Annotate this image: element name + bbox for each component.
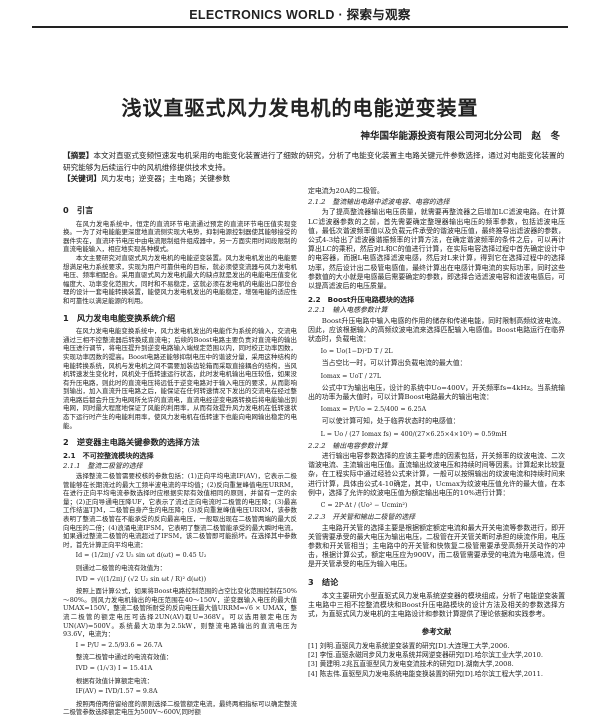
- paragraph: 在风力发电电能变换系统中，风力发电机发出的电能作为系统的输入，交流电通过三相不控…: [63, 327, 297, 430]
- paragraph: 为了提高整流器输出电压质量，就需要再整流器之后增加LC滤波电路。在计算LC滤波器…: [308, 208, 565, 291]
- reference-item: [2] 李恒.直驱永磁同步风力发电系统并网逆变器研究[D].哈尔滨工业大学,20…: [308, 650, 543, 659]
- left-column: 0 引言 在风力发电系统中，恒定的直流环节电流通过预定的直流环节电压值实现变换。…: [63, 198, 297, 717]
- equation: C = 2P·Δt / (Uo² − Ucmin²): [320, 502, 408, 510]
- keywords: 【关键词】风力发电；逆变器；主电路；关键参数: [63, 173, 565, 185]
- subsection-heading: 2.2 Boost升压电路模块的选择: [308, 295, 415, 305]
- equation: IVD = (1/√3) I = 15.41A: [75, 664, 153, 672]
- equation: Io = Uo(1−D)²D T / 2L: [320, 348, 393, 356]
- paper-title: 浅议直驱式风力发电机的电能逆变装置: [121, 96, 479, 120]
- section-heading: 1 风力发电电能变换系统介绍: [63, 312, 176, 323]
- equation: IF(AV) = IVD/1.57 = 9.8A: [75, 688, 158, 696]
- journal-header: ELECTRONICS WORLD · 探索与观察: [189, 8, 411, 22]
- equation: I = P/U = 2.5/93.6 ≈ 26.7A: [75, 641, 163, 649]
- keywords-label: 【关键词】: [63, 174, 101, 184]
- equation: Iomax = UoT / 27L: [320, 372, 382, 380]
- paragraph: 选择整流二极管需要校核的参数包括：(1)正向平均电流IF(AV)，它表示二极管能…: [63, 472, 297, 549]
- paragraph: 根据有效值计算额定电流：: [75, 676, 154, 685]
- paper-author: 神华国华能源投资有限公司河北分公司 赵 冬: [360, 131, 560, 142]
- header-rule: [32, 26, 568, 28]
- reference-item: [4] 陈志伟.直驱型风力发电系统电能变换装置的研究[D].哈尔滨工程大学,20…: [308, 669, 543, 678]
- abstract-block: 【摘要】本文对直驱式变频恒速发电机采用的电能变化装置进行了细致的研究，分析了电能…: [63, 150, 565, 185]
- paragraph: Boost升压电路中输入电感的作用的储存和传递电能，同时限制高频纹波电流。因此，…: [308, 316, 565, 344]
- subsubsection-heading: 2.1.2 整流输出电路中滤波电容、电容的选择: [308, 198, 450, 207]
- paragraph: 按照上面计算公式，如果将Boost电路控制范围的占空比变化范围控制在50%～80…: [63, 587, 297, 639]
- paragraph: 按照两倍两倍留给度的原则选择二极管额定电流，最终两相指标可以确定整流二极管参数选…: [63, 699, 297, 717]
- paragraph: 当占空比一时，可以计算出负载电流的最大值：: [321, 359, 467, 368]
- paragraph: 则通过二极管的电流有效值为：: [75, 563, 167, 572]
- paragraph: 可以使计算可知，处于临界状态时的电感值：: [321, 417, 460, 426]
- equation: Iomax = P/Uo = 2.5/400 = 6.25A: [320, 406, 427, 414]
- paragraph: 在风力发电系统中，恒定的直流环节电流通过预定的直流环节电压值实现变换。一为了对电…: [63, 219, 297, 254]
- paragraph: 本文主要研究对直驱式风力发电机的电能逆变装置。风力发电机发出的电能要想满足电力系…: [63, 253, 297, 305]
- subsubsection-heading: 2.2.2 输出电容参数计算: [308, 441, 388, 450]
- equation: IVD = √((1/2π)∫ (√2 U₂ sin ωt / R)² d(ωt…: [75, 575, 207, 583]
- paragraph: 进行输出电容参数选择的应该主要考虑的因素包括，开关频率的纹波电流、二次谐波电流、…: [308, 452, 565, 497]
- abstract-text: 本文对直驱式变频恒速发电机采用的电能变化装置进行了细致的研究，分析了电能变化装置…: [63, 151, 565, 172]
- equation: Id = (1/2π)∫ √2 U₂ sin ωt d(ωt) = 0.45 U…: [75, 552, 207, 560]
- subsubsection-heading: 2.2.1 输入电感参数计算: [308, 306, 388, 315]
- paragraph: 本文主要研究小型直驱式风力发电系统逆变器的模块组成，分析了电能逆变装置主电路中三…: [308, 591, 565, 619]
- paragraph: 公式中T为输出电压，设计的系统中Uo=400V，开关频率fs=4kHz。当系统输…: [308, 383, 565, 402]
- paragraph: 整流二极管中通过的电流有效值：: [75, 653, 173, 662]
- section-heading: 3 结论: [308, 576, 339, 587]
- subsubsection-heading: 2.2.3 开关管和输出二极管的选择: [308, 513, 416, 522]
- equation: L = Uo / (27 Iomax fs) = 400/(27×6.25×4×…: [320, 430, 507, 438]
- abstract-label: 【摘要】: [63, 151, 94, 160]
- section-heading: 2 逆变器主电路关键参数的选择方法: [63, 437, 200, 448]
- abstract: 【摘要】本文对直驱式变频恒速发电机采用的电能变化装置进行了细致的研究，分析了电能…: [63, 150, 565, 173]
- right-column: 定电流为20A的二极管。 2.1.2 整流输出电路中滤波电容、电容的选择 为了提…: [308, 187, 565, 679]
- keywords-text: 风力发电；逆变器；主电路；关键参数: [100, 174, 231, 184]
- section-heading: 0 引言: [63, 205, 94, 215]
- subsubsection-heading: 2.1.1 整流二极管的选择: [63, 462, 143, 471]
- reference-item: [3] 黄建明.2兆瓦直驱型风力发电变流技术的研究[D].湖南大学,2008.: [308, 660, 514, 669]
- paragraph: 主电路开关管的选择主要是根据额定额定电流和最大开关电流等参数进行，即开关管需要承…: [308, 523, 565, 569]
- reference-item: [1] 刘明.直驱风力发电系统逆变装置的研究[D].大连理工大学,2006.: [308, 641, 510, 650]
- paragraph: 定电流为20A的二极管。: [308, 187, 384, 195]
- references-title: 参考文献: [421, 627, 452, 637]
- subsection-heading: 2.1 不可控整流模块的选择: [63, 450, 154, 460]
